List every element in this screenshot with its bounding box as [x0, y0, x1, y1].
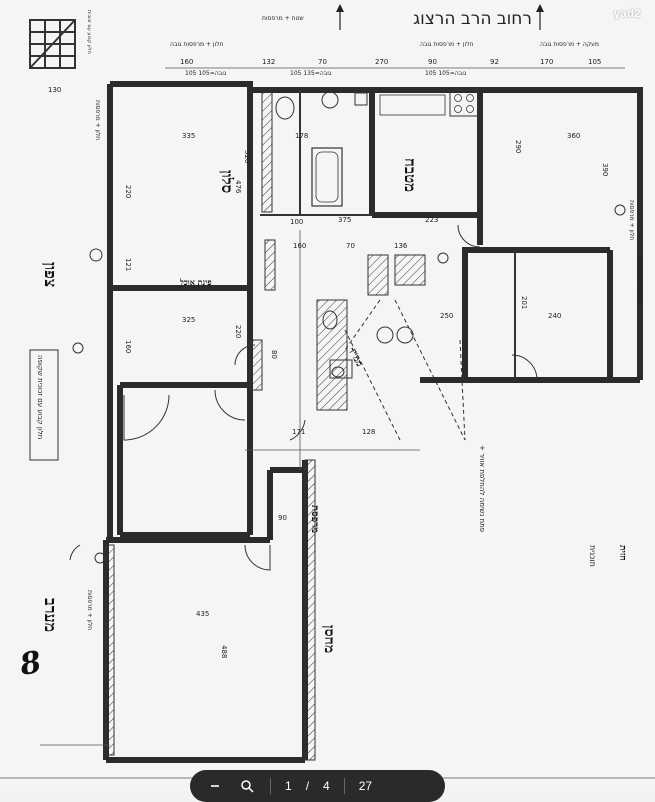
room-kitchen: מטבח — [401, 158, 419, 192]
dim-room-1: 476 — [234, 180, 242, 194]
dim-room-24: 90 — [278, 514, 287, 522]
svg-text:חלון + מרפסות: חלון + מרפסות — [636, 260, 643, 300]
search-icon[interactable] — [238, 777, 256, 795]
dim-room-7: 160 — [124, 340, 132, 353]
dim-room-17: 250 — [440, 312, 453, 320]
dim-room-0: 335 — [182, 132, 195, 140]
annotation-lines — [245, 230, 466, 470]
dim-room-5: 325 — [182, 316, 195, 324]
street-heading: רחוב הרב הרצוג שטח + מרפסות חלון + מרפסו… — [170, 4, 599, 48]
dim-room-6: 220 — [234, 325, 242, 338]
room-labels: סלון מטבח פינת אוכל ממ"ד מרפסת מחסן צפון… — [41, 158, 627, 653]
toilet-icon — [275, 96, 295, 120]
dim-room-9: 375 — [338, 216, 351, 224]
dim-room-2: 326 — [243, 150, 251, 164]
svg-text:חלון + מרפסות גובה: חלון + מרפסות גובה — [170, 41, 224, 48]
side-label-left-bottom: מערב — [41, 598, 60, 632]
side-label-left-top: צפון — [41, 262, 60, 287]
svg-text:חלון + מרפסות גובה: חלון + מרפסות גובה — [420, 41, 474, 48]
svg-text:חלון + מרפסות: חלון + מרפסות — [628, 200, 635, 240]
interior-walls — [106, 90, 613, 543]
svg-text:חלון + מרפסות: חלון + מרפסות — [86, 590, 93, 630]
room-dimensions: 335 476 326 220 121 325 220 160 178 375 … — [48, 86, 609, 658]
dim-room-16: 390 — [601, 163, 609, 176]
svg-text:מעקה + מרפסות גובה: מעקה + מרפסות גובה — [540, 41, 599, 48]
zoom-level: 27 — [358, 779, 373, 793]
dim-room-13: 136 — [394, 242, 408, 250]
stove-icon — [449, 89, 479, 117]
svg-text:חלון קבוע עם זכוכית: חלון קבוע עם זכוכית — [86, 10, 92, 54]
page-current: 1 — [285, 779, 292, 793]
room-salon: סלון — [218, 170, 236, 193]
dim-top-0: 160 — [180, 58, 193, 66]
dim-room-12: 70 — [346, 242, 355, 250]
dim-top-7: 105 — [588, 58, 601, 66]
dim-room-8: 178 — [295, 132, 308, 140]
toolbar-divider-2 — [343, 778, 345, 794]
street-name: רחוב הרב הרצוג — [413, 9, 532, 29]
dim-room-27: 130 — [48, 86, 61, 94]
dim-top-1: 132 — [262, 58, 275, 66]
note-bottom-right: תוכנית — [588, 545, 597, 567]
page-total: 4 — [323, 779, 330, 793]
window-detail: חלון קבוע עם זכוכית — [29, 10, 92, 69]
top-dimensions: 160 132 70 270 90 92 170 105 105 גובה=10… — [165, 58, 625, 77]
hatched-shafts — [105, 91, 426, 761]
dim-room-15: 360 — [567, 132, 580, 140]
doors — [69, 224, 538, 571]
side-notes: חלון קבוע עם זכוכית שקופה + פתח נשימה לה… — [29, 100, 643, 630]
dim-top-2: 70 — [318, 58, 327, 66]
sink-icon — [321, 91, 339, 109]
dim-room-14: 290 — [514, 140, 522, 153]
dim-room-25: 80 — [270, 350, 278, 359]
dim-room-19: 201 — [520, 296, 528, 309]
dim-room-22: 171 — [292, 428, 305, 436]
dim-top2-1: 105 גובה=135 — [290, 70, 332, 77]
svg-text:שטח + מרפסות: שטח + מרפסות — [262, 15, 304, 22]
dim-top-3: 270 — [375, 58, 388, 66]
dim-room-21: 488 — [220, 645, 228, 658]
side-label-right: חזית — [617, 545, 627, 561]
room-storage: מחסן — [321, 625, 337, 653]
dim-room-23: 128 — [362, 428, 375, 436]
yad2-logo: yad2 — [613, 8, 641, 20]
room-dining: פינת אוכל — [179, 277, 212, 287]
dim-top-4: 90 — [428, 58, 437, 66]
bathtub — [311, 147, 343, 207]
room-balcony: מרפסת — [309, 505, 320, 533]
dim-top-5: 92 — [490, 58, 499, 66]
note-left: חלון קבוע עם זכוכית שקופה — [36, 355, 44, 439]
toolbar-divider — [270, 778, 271, 794]
dim-room-3: 220 — [124, 185, 132, 198]
fixtures — [72, 89, 626, 564]
zoom-out-icon[interactable] — [206, 777, 224, 795]
page-separator: / — [305, 779, 310, 793]
dim-top-6: 170 — [540, 58, 553, 66]
dim-room-4: 121 — [124, 258, 132, 271]
dim-top2-0: 105 גובה=105 — [185, 70, 227, 77]
dim-room-18: 240 — [548, 312, 561, 320]
dim-room-11: 160 — [293, 242, 306, 250]
note-right: + פתח נשימה להחלפת אוויר — [478, 445, 486, 532]
dim-room-10: 223 — [425, 216, 438, 224]
dim-top2-2: 105 גובה=105 — [425, 70, 467, 77]
viewer-toolbar: 1 / 4 27 — [190, 770, 445, 802]
dim-room-20: 435 — [196, 610, 209, 618]
svg-text:חלון + מרפסות: חלון + מרפסות — [94, 100, 101, 140]
dim-room-26: 100 — [290, 218, 303, 226]
